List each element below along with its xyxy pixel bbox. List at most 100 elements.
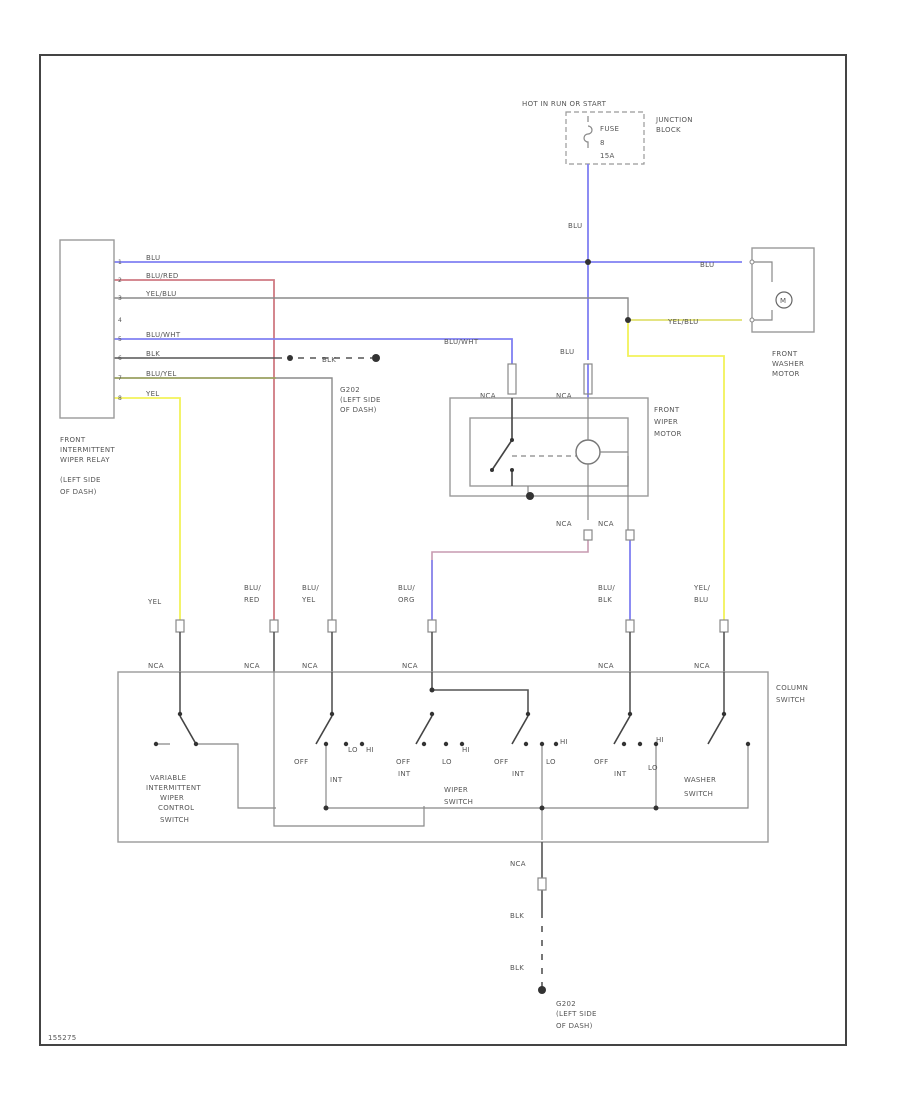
g202b-label-2: (LEFT SIDE: [556, 1010, 597, 1018]
wires: [114, 164, 742, 620]
hot-label: HOT IN RUN OR START: [522, 100, 607, 108]
col-label-blu-blk-1: BLU/: [598, 584, 615, 592]
var-switch-label-2: INTERMITTENT: [146, 784, 201, 792]
pos-lo-3: LO: [546, 758, 556, 766]
washer-switch-label-1: WASHER: [684, 776, 716, 784]
motor-nca-left: NCA: [480, 392, 496, 400]
park-contact: [510, 468, 514, 472]
switch-connector: [327, 619, 337, 633]
pos-off-3: OFF: [494, 758, 508, 766]
pos-lo-1: LO: [348, 746, 358, 754]
switch-contacts: [153, 687, 751, 811]
nca-5: NCA: [598, 662, 614, 670]
wiper-motor-label-1: FRONT: [654, 406, 680, 414]
switch-connector: [625, 619, 635, 633]
label-blu-wht: BLU/WHT: [444, 338, 479, 346]
wire-blu-red-pin2: [114, 279, 275, 620]
pos-off-2: OFF: [396, 758, 410, 766]
motor-connector-left: [507, 363, 517, 395]
pos-off-4: OFF: [594, 758, 608, 766]
washer-label-3: MOTOR: [772, 370, 800, 378]
splice-dot: [287, 355, 293, 361]
washer-motor-pin: [749, 259, 755, 265]
switch-stubs: [179, 632, 725, 672]
washer-motor-icon: [775, 291, 793, 309]
nca-3: NCA: [302, 662, 318, 670]
col-label-yel-blu-2: BLU: [694, 596, 708, 604]
g202b-label-3: OF DASH): [556, 1022, 593, 1030]
wire-yel-blu-down: [627, 320, 725, 620]
column-switch-label-2: SWITCH: [776, 696, 805, 704]
relay-pin-number: 8: [118, 395, 122, 402]
wire-blu-wht-pin5: [114, 338, 513, 364]
washer-motor-letter: M: [780, 297, 786, 305]
switch-connector: [269, 619, 279, 633]
wiper-motor-label-3: MOTOR: [654, 430, 682, 438]
park-contact: [490, 468, 494, 472]
pos-int-3: INT: [512, 770, 525, 778]
pos-off-1: OFF: [294, 758, 308, 766]
pos-hi-1: HI: [366, 746, 374, 754]
pos-lo-4: LO: [648, 764, 658, 772]
relay-wire-label: BLU/WHT: [146, 331, 181, 339]
frame-border: [39, 54, 847, 1046]
var-switch-label-3: WIPER: [160, 794, 184, 802]
relay-wire-label: YEL: [145, 390, 160, 398]
motor-bottom-connector: [625, 529, 635, 541]
junction-block: [565, 111, 645, 165]
ground-connector: [537, 877, 547, 891]
var-switch-label-5: SWITCH: [160, 816, 189, 824]
wiper-motor-box: [449, 397, 649, 497]
relay-pin-number: 7: [118, 375, 122, 382]
relay-pin-number: 4: [118, 317, 122, 324]
g202b-label-1: G202: [556, 1000, 576, 1008]
pos-int-2: INT: [398, 770, 411, 778]
column-switch-box: [117, 671, 769, 843]
relay-wire-label: BLU: [146, 254, 160, 262]
nca-1: NCA: [148, 662, 164, 670]
junction-label-2: BLOCK: [656, 126, 681, 134]
label-blu-top: BLU: [568, 222, 582, 230]
motor-nca-bottom-right: NCA: [598, 520, 614, 528]
wiper-switch-label-1: WIPER: [444, 786, 468, 794]
wiper-switch-label-2: SWITCH: [444, 798, 473, 806]
col-label-blu-red-1: BLU/: [244, 584, 261, 592]
switch-connector: [719, 619, 729, 633]
nca-2: NCA: [244, 662, 260, 670]
motor-leads: [527, 398, 628, 520]
wire-yel-blu-pin3: [114, 297, 629, 318]
relay-pin-number: 3: [118, 295, 122, 302]
motor-nca-right: NCA: [556, 392, 572, 400]
col-label-blu-yel-1: BLU/: [302, 584, 319, 592]
nca-bottom: NCA: [510, 860, 526, 868]
col-label-yel: YEL: [147, 598, 162, 606]
switch-connectors: [175, 619, 729, 633]
relay-pin-number: 5: [118, 336, 122, 343]
g202-label-1: G202: [340, 386, 360, 394]
relay-label-1: FRONT: [60, 436, 86, 444]
switch-connector: [427, 619, 437, 633]
park-contact: [510, 438, 514, 442]
g202-label-3: OF DASH): [340, 406, 377, 414]
motor-bottom-connector: [583, 529, 593, 541]
washer-motor-wiring: [754, 261, 773, 321]
relay-label-2: INTERMITTENT: [60, 446, 115, 454]
col-label-yel-blu-1: YEL/: [693, 584, 710, 592]
switch-internals: [156, 672, 749, 840]
washer-label-2: WASHER: [772, 360, 804, 368]
wire-blu-org: [431, 540, 589, 620]
ground-g202-icon: [372, 354, 380, 362]
switch-connector: [175, 619, 185, 633]
col-label-blu-org-1: BLU/: [398, 584, 415, 592]
col-label-blu-yel-2: YEL: [301, 596, 316, 604]
washer-label-1: FRONT: [772, 350, 798, 358]
pos-int-4: INT: [614, 770, 627, 778]
splice-dot: [585, 259, 591, 265]
relay-pin-number: 1: [118, 259, 122, 266]
washer-switch-label-2: SWITCH: [684, 790, 713, 798]
wire-yel-pin8: [114, 397, 181, 620]
pos-lo-2: LO: [442, 758, 452, 766]
ground-g202-bottom-icon: [538, 986, 546, 994]
fuse-amperage: 15A: [600, 152, 615, 160]
motor-park-switch: [491, 398, 513, 486]
